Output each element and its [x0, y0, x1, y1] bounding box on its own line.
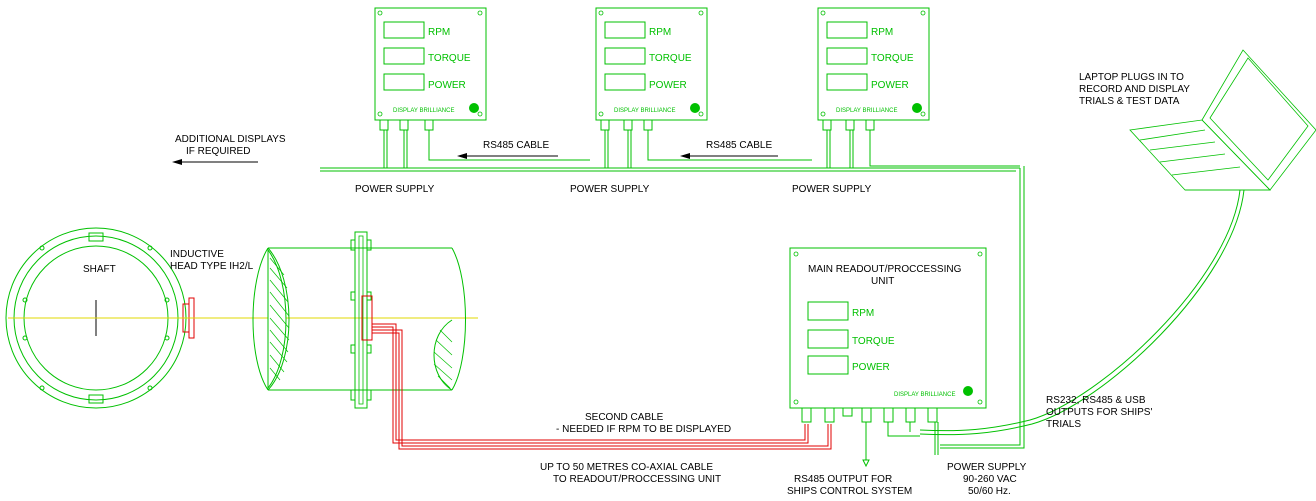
second-cable-line1: SECOND CABLE: [585, 412, 664, 423]
remote-display-2: RPM TORQUE POWER DISPLAY BRILLIANCE: [595, 7, 708, 131]
rpm-label: RPM: [852, 308, 874, 319]
power-label: POWER: [649, 80, 687, 91]
second-cable-line2: - NEEDED IF RPM TO BE DISPLAYED: [556, 424, 731, 435]
rs485-output-line2: SHIPS CONTROL SYSTEM: [787, 486, 912, 497]
power-label: POWER: [871, 80, 909, 91]
rs485-output-line1: RS485 OUTPUT FOR: [794, 474, 892, 485]
display-brilliance-label: DISPLAY BRILLIANCE: [393, 108, 454, 114]
shaft-label: SHAFT: [83, 264, 116, 275]
laptop-cable: [919, 189, 1241, 432]
rpm-label: RPM: [871, 27, 893, 38]
display-brilliance-label: DISPLAY BRILLIANCE: [836, 108, 897, 114]
torque-label: TORQUE: [852, 336, 895, 347]
rs485-cable-label: RS485 CABLE: [483, 140, 549, 151]
laptop-label-line2: RECORD AND DISPLAY: [1079, 84, 1190, 95]
brilliance-knob-icon: [963, 386, 973, 396]
display-brilliance-label: DISPLAY BRILLIANCE: [894, 392, 955, 398]
power-supply-label: POWER SUPPLY: [792, 184, 872, 195]
main-power-line1: POWER SUPPLY: [947, 462, 1027, 473]
brilliance-knob-icon: [690, 103, 700, 113]
power-supply-label: POWER SUPPLY: [570, 184, 650, 195]
main-power-line2: 90-260 VAC: [963, 474, 1017, 485]
outputs-line3: TRIALS: [1046, 419, 1081, 430]
rpm-label: RPM: [649, 27, 671, 38]
torque-label: TORQUE: [871, 53, 914, 64]
additional-displays-line1: ADDITIONAL DISPLAYS: [175, 134, 286, 145]
coax-cables: [372, 323, 832, 450]
coax-cable-line2: TO READOUT/PROCCESSING UNIT: [553, 474, 721, 485]
outputs-line2: OUTPUTS FOR SHIPS': [1046, 407, 1152, 418]
rpm-label: RPM: [428, 27, 450, 38]
coax-cable-line1: UP TO 50 METRES CO-AXIAL CABLE: [540, 462, 713, 473]
torque-label: TORQUE: [649, 53, 692, 64]
main-unit-outputs: [862, 422, 939, 468]
torque-label: TORQUE: [428, 53, 471, 64]
remote-display-1: RPM TORQUE POWER DISPLAY BRILLIANCE: [374, 7, 487, 131]
additional-displays-line2: IF REQUIRED: [186, 146, 250, 157]
brilliance-knob-icon: [469, 103, 479, 113]
inductive-head-line1: INDUCTIVE: [170, 249, 224, 260]
power-label: POWER: [852, 362, 890, 373]
power-label: POWER: [428, 80, 466, 91]
inductive-head-line2: HEAD TYPE IH2/L: [170, 261, 254, 272]
main-power-line3: 50/60 Hz.: [968, 486, 1011, 497]
laptop-icon: [1129, 49, 1316, 191]
main-unit-title-line1: MAIN READOUT/PROCCESSING: [808, 264, 962, 275]
power-supply-label: POWER SUPPLY: [355, 184, 435, 195]
main-readout-unit: RPM TORQUE POWER DISPLAY BRILLIANCE: [789, 247, 987, 423]
remote-display-3: RPM TORQUE POWER DISPLAY BRILLIANCE: [817, 7, 930, 131]
rs485-cable-label: RS485 CABLE: [706, 140, 772, 151]
shaft-side-view: [252, 231, 466, 409]
main-unit-title-line2: UNIT: [871, 276, 894, 287]
brilliance-knob-icon: [912, 103, 922, 113]
laptop-label-line3: TRIALS & TEST DATA: [1079, 96, 1180, 107]
display-brilliance-label: DISPLAY BRILLIANCE: [614, 108, 675, 114]
outputs-line1: RS232, RS485 & USB: [1046, 395, 1146, 406]
laptop-label-line1: LAPTOP PLUGS IN TO: [1079, 72, 1184, 83]
direction-arrows: [172, 153, 778, 165]
display-wiring: [320, 130, 1025, 449]
